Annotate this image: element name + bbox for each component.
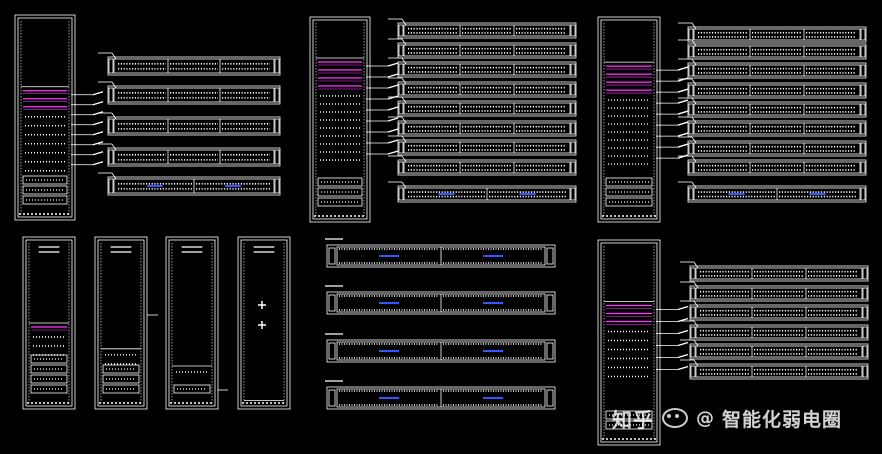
- patch-panel-3-3: [678, 78, 867, 99]
- watermark-separator: @: [696, 407, 714, 429]
- patch-panel-3-6: [678, 136, 867, 157]
- fiber-panel-1: [98, 172, 281, 196]
- rack-cabinet-7: [237, 236, 291, 410]
- watermark-platform: 知乎: [612, 407, 654, 432]
- rack-cabinet-1: [14, 14, 104, 221]
- patch-panel-2-5: [388, 116, 577, 137]
- patch-panel-2-4: [388, 96, 577, 117]
- patch-panel-3-4: [678, 97, 867, 118]
- cabinet-7-marks: [258, 301, 266, 329]
- fiber-odf-1: [325, 285, 556, 315]
- patch-panel-2-3: [388, 77, 577, 98]
- watermark: 知乎 @ 智能化弱电圈: [612, 404, 874, 432]
- patch-panel-3-1: [678, 39, 867, 60]
- rack-cabinet-4: [22, 236, 76, 410]
- patch-panel-3-7: [678, 155, 867, 176]
- patch-panel-3-0: [678, 22, 867, 43]
- rack-cabinet-3: [597, 16, 689, 223]
- patch-panel-1-0: [98, 52, 281, 76]
- patch-panel-2-2: [388, 57, 577, 78]
- fiber-odf-3: [325, 380, 556, 410]
- patch-panel-3-2: [678, 58, 867, 79]
- rack-cabinet-6: [165, 236, 219, 410]
- patch-panel-4-2: [680, 300, 869, 321]
- rack-cabinet-2: [309, 16, 399, 223]
- patch-panel-4-0: [680, 261, 869, 282]
- patch-panel-2-6: [388, 135, 577, 156]
- fiber-panel-2: [388, 181, 577, 203]
- patch-panel-4-4: [680, 339, 869, 360]
- fiber-odf-0: [325, 238, 556, 268]
- fiber-odf-2: [325, 333, 556, 363]
- rack-cabinet-8: [597, 239, 689, 446]
- fiber-panel-3: [678, 181, 867, 203]
- patch-panel-4-5: [680, 359, 869, 380]
- patch-panel-4-3: [680, 320, 869, 341]
- wechat-icon: [662, 408, 688, 428]
- patch-panel-2-7: [388, 155, 577, 176]
- watermark-author: 智能化弱电圈: [722, 408, 843, 431]
- patch-panel-3-5: [678, 116, 867, 137]
- patch-panel-1-3: [98, 143, 281, 167]
- rack-cabinet-5: [94, 236, 148, 410]
- patch-panel-2-0: [388, 18, 577, 39]
- patch-panel-4-1: [680, 281, 869, 302]
- patch-panel-1-1: [98, 81, 281, 105]
- patch-panel-2-1: [388, 38, 577, 59]
- patch-panel-1-2: [98, 112, 281, 136]
